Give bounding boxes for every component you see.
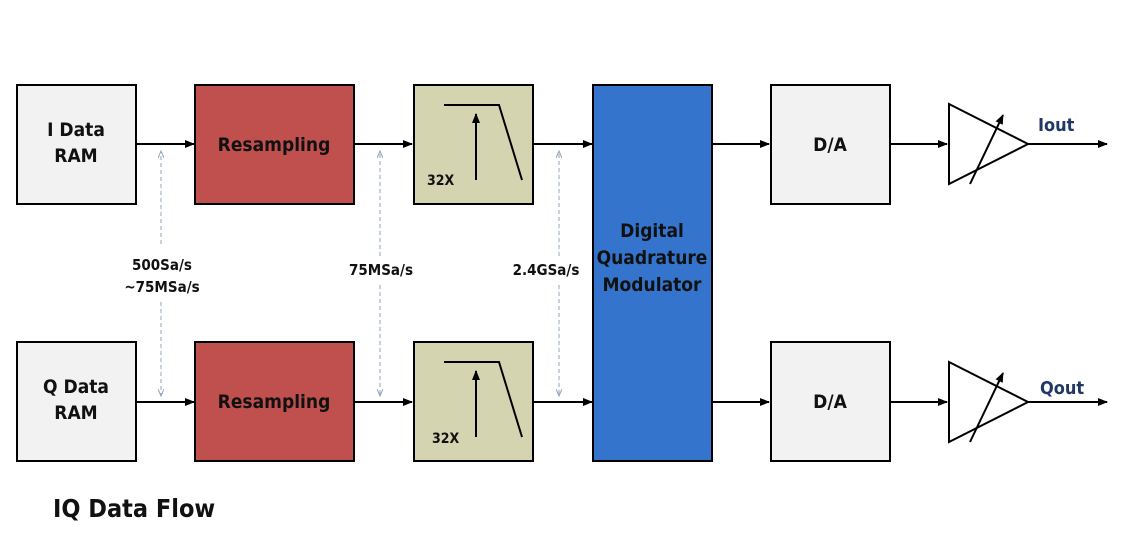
q-interpolation-factor: 32X <box>432 431 460 447</box>
i-lowpass-response-icon <box>444 104 523 181</box>
q-da-converter-block <box>770 341 891 462</box>
i-path: I Data RAM Resampling 32X D/A Iout <box>16 84 1108 205</box>
q-data-ram-label-line2: RAM <box>54 402 97 424</box>
q-da-label: D/A <box>813 391 847 413</box>
modulator-label-line3: Modulator <box>603 274 702 296</box>
i-resampling-label: Resampling <box>218 134 331 156</box>
i-da-converter-block <box>770 84 891 205</box>
qout-label: Qout <box>1040 378 1084 399</box>
i-data-ram-block <box>16 84 137 205</box>
i-data-ram-label-line2: RAM <box>54 145 97 167</box>
i-da-label: D/A <box>813 134 847 156</box>
i-resampling-block <box>194 84 355 205</box>
rate-label-filter-out: 2.4GSa/s <box>513 261 580 279</box>
iout-label: Iout <box>1038 115 1075 136</box>
q-resampling-label: Resampling <box>218 391 331 413</box>
i-interpolation-factor: 32X <box>427 173 455 189</box>
modulator-label-line2: Quadrature <box>597 247 708 269</box>
q-data-ram-block <box>16 341 137 462</box>
modulator-label-line1: Digital <box>620 220 684 242</box>
q-variable-gain-amplifier-icon <box>948 360 1031 444</box>
i-variable-gain-amplifier-icon <box>948 102 1031 186</box>
rate-label-ram-out-line2: ~75MSa/s <box>124 278 199 296</box>
q-resampling-block <box>194 341 355 462</box>
q-lowpass-response-icon <box>444 361 523 438</box>
digital-quadrature-modulator-block <box>592 84 713 462</box>
q-data-ram-label-line1: Q Data <box>43 376 109 398</box>
i-data-ram-label-line1: I Data <box>47 119 105 141</box>
rate-label-resampling-out: 75MSa/s <box>349 261 413 279</box>
rate-label-ram-out-line1: 500Sa/s <box>132 256 192 274</box>
q-path: Q Data RAM Resampling 32X D/A Qout <box>16 341 1108 462</box>
diagram-title: IQ Data Flow <box>53 494 215 523</box>
